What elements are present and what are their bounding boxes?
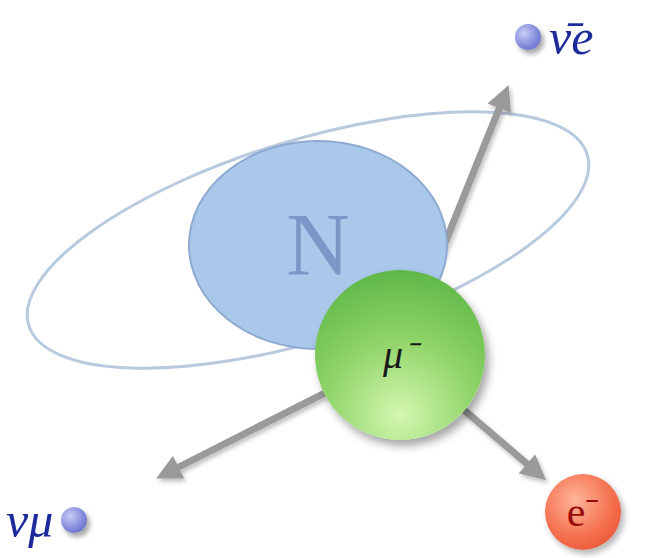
particle-dot (515, 24, 541, 50)
particle-label: ν̄e (549, 12, 593, 62)
electron-circle: e⁻ (545, 474, 621, 550)
antineutrino-particle: ν̄e (515, 12, 593, 62)
muon-circle: μ⁻ (315, 270, 485, 440)
decay-arrow (165, 393, 324, 474)
muon-neutrino-particle: νμ (6, 495, 87, 545)
decay-arrow (465, 410, 539, 473)
orbit-ellipse (0, 59, 616, 421)
particle-dot (61, 507, 87, 533)
particle-label: μ⁻ (383, 335, 417, 375)
particle-label: νμ (6, 495, 53, 545)
particle-label: e⁻ (567, 491, 600, 533)
particle-label: N (286, 201, 350, 289)
